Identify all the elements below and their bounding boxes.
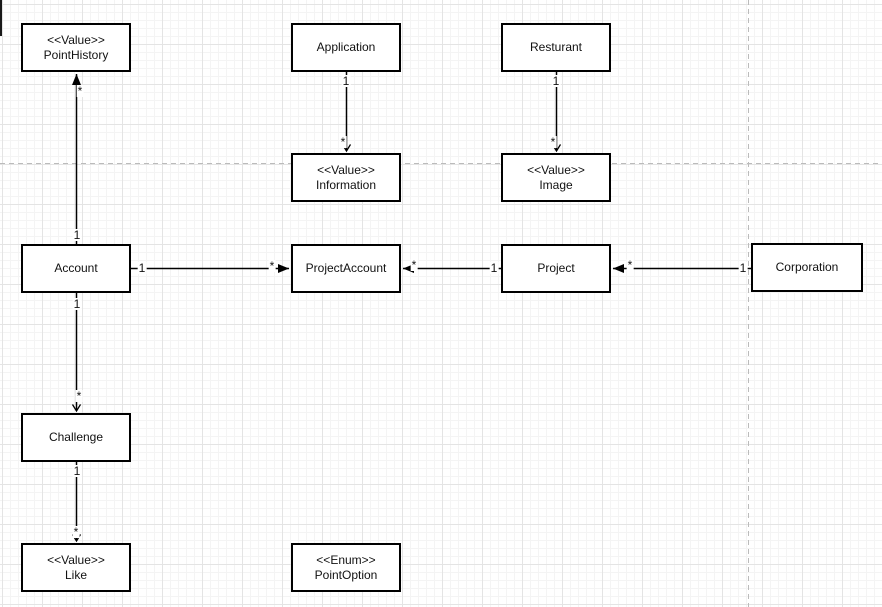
node-name: Resturant [529,40,583,54]
node-information[interactable]: <<Value>> Information [291,153,401,202]
node-stereotype: <<Value>> [527,162,585,177]
node-project[interactable]: Project [501,244,611,293]
multiplicity-label[interactable]: 1 [738,261,748,275]
multiplicity-label[interactable]: 1 [72,297,82,311]
node-stereotype: <<Value>> [317,162,375,177]
multiplicity-label[interactable]: * [549,135,557,149]
multiplicity-label[interactable]: 1 [137,261,147,275]
canvas-edge-artifact [0,0,2,36]
node-like[interactable]: <<Value>> Like [21,543,131,592]
multiplicity-label[interactable]: * [76,84,84,98]
node-resturant[interactable]: Resturant [501,23,611,72]
node-name: Image [539,177,573,192]
node-name: Account [54,261,98,275]
node-name: Corporation [775,260,839,274]
node-image[interactable]: <<Value>> Image [501,153,611,202]
node-corporation[interactable]: Corporation [751,243,863,292]
multiplicity-label[interactable]: 1 [72,228,82,242]
multiplicity-label[interactable]: 1 [551,74,561,88]
node-stereotype: <<Value>> [47,32,105,47]
node-point-option[interactable]: <<Enum>> PointOption [291,543,401,592]
multiplicity-label[interactable]: * [626,258,634,272]
multiplicity-label[interactable]: 1 [341,74,351,88]
node-point-history[interactable]: <<Value>> PointHistory [21,23,131,72]
multiplicity-label[interactable]: * [75,389,83,403]
node-name: Information [315,177,377,192]
multiplicity-label[interactable]: * [410,258,418,272]
node-name: PointHistory [43,47,109,62]
node-challenge[interactable]: Challenge [21,413,131,462]
node-stereotype: <<Enum>> [316,552,376,567]
multiplicity-label[interactable]: * [339,135,347,149]
node-name: Challenge [48,430,104,444]
node-application[interactable]: Application [291,23,401,72]
multiplicity-label[interactable]: 1 [489,261,499,275]
node-name: ProjectAccount [305,261,387,275]
multiplicity-label[interactable]: * [72,525,80,539]
multiplicity-label[interactable]: 1 [72,464,82,478]
node-name: Project [537,261,575,275]
node-project-account[interactable]: ProjectAccount [291,244,401,293]
node-name: Application [316,40,376,54]
node-name: Like [64,567,87,582]
multiplicity-label[interactable]: * [268,259,276,273]
node-account[interactable]: Account [21,244,131,293]
node-name: PointOption [314,567,378,582]
node-stereotype: <<Value>> [47,552,105,567]
